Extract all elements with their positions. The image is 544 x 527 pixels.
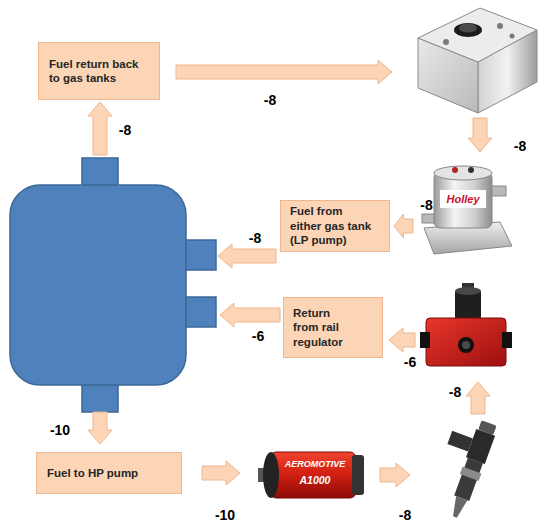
- pump-terminal: [468, 167, 474, 173]
- tank-port: [183, 240, 216, 270]
- line-size-label: -6: [404, 354, 416, 370]
- flow-note-box: Return from rail regulator: [283, 297, 383, 358]
- fuel-cell-illustration: [418, 8, 537, 113]
- line-size-label: -8: [249, 230, 261, 246]
- surge-tank: [10, 158, 216, 412]
- flow-arrow: [466, 382, 490, 414]
- regulator-illustration: [420, 283, 512, 366]
- tank-fitting: [497, 23, 503, 29]
- regulator-dome: [455, 287, 481, 295]
- flow-arrow: [88, 102, 112, 155]
- line-size-label: -10: [215, 507, 235, 523]
- flow-arrow: [218, 244, 276, 268]
- pump-label-band: [440, 190, 486, 208]
- line-size-label: -8: [514, 138, 526, 154]
- line-size-label: -8: [399, 507, 411, 523]
- pump-fitting: [492, 186, 506, 196]
- node-label: Fuel from either gas tank (LP pump): [290, 204, 373, 247]
- line-size-label: -10: [50, 422, 70, 438]
- tank-cap: [454, 23, 482, 37]
- flow-note-box: Fuel return back to gas tanks: [38, 42, 160, 100]
- injector-band: [460, 467, 482, 481]
- pump-end-cap: [352, 455, 364, 495]
- tank-top: [418, 8, 537, 62]
- line-size-label: -8: [420, 197, 432, 213]
- injector-plug: [447, 431, 472, 452]
- pump-terminal: [452, 167, 458, 173]
- regulator-fitting: [502, 332, 512, 348]
- line-size-label: -8: [264, 92, 276, 108]
- flow-arrow: [202, 461, 240, 485]
- flow-arrow: [468, 118, 492, 152]
- pump-top: [434, 166, 492, 180]
- tank-port: [183, 297, 216, 327]
- injector-illustration: [425, 412, 499, 520]
- pump-body: [270, 452, 356, 498]
- injector-body: [466, 429, 495, 464]
- tank-port: [82, 158, 118, 188]
- tank-body: [10, 185, 186, 385]
- regulator-port: [462, 341, 470, 349]
- flow-arrow: [380, 463, 410, 487]
- flow-note-box: Fuel to HP pump: [36, 452, 182, 494]
- flow-arrow: [389, 328, 415, 352]
- flow-note-box: Fuel from either gas tank (LP pump): [280, 200, 390, 252]
- brand-text: A1000: [274, 473, 356, 488]
- tank-fitting: [510, 34, 515, 39]
- flow-arrow: [176, 60, 392, 84]
- lp-pump: Holley: [418, 160, 512, 258]
- lp-pump-illustration: [422, 166, 512, 254]
- tank-port: [82, 382, 118, 412]
- hp-pump: AEROMOTIVE A1000: [258, 445, 365, 508]
- flow-arrow: [220, 303, 280, 327]
- pump-end-cap: [263, 452, 279, 498]
- pump-fitting: [422, 214, 434, 223]
- regulator-fitting: [420, 332, 430, 348]
- flow-arrow: [394, 214, 413, 238]
- flow-arrow: [88, 412, 112, 444]
- flow-arrows: [88, 60, 492, 487]
- injector-tip: [449, 496, 467, 519]
- tank-cap: [459, 24, 477, 33]
- node-label: Return from rail regulator: [293, 306, 358, 349]
- line-size-label: -8: [449, 384, 461, 400]
- brand-text: AEROMOTIVE: [274, 457, 356, 471]
- line-size-label: -6: [252, 328, 264, 344]
- regulator-body: [426, 318, 506, 366]
- tank-fitting: [443, 39, 449, 45]
- node-label: Fuel to HP pump: [47, 466, 138, 480]
- node-label: Fuel return back to gas tanks: [49, 57, 149, 86]
- line-size-label: -8: [119, 122, 131, 138]
- regulator-port: [458, 337, 474, 353]
- hp-pump-illustration: [258, 452, 364, 498]
- brand-text: Holley: [440, 190, 486, 208]
- injector-body: [454, 458, 483, 501]
